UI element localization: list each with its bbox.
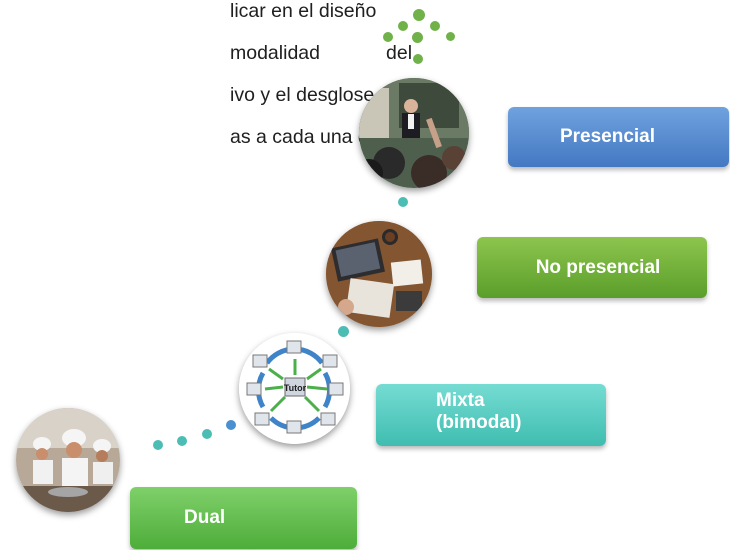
presencial-box: Presencial [508,107,729,167]
connector-dot [226,420,236,430]
connector-dot [398,197,408,207]
body-text-line: del [386,42,413,64]
connector-dot [177,436,187,446]
dual-box: Dual [130,487,357,549]
body-text-line: as a cada una de [230,126,380,148]
arrow-dot [430,21,440,31]
connector-dot [338,326,349,337]
classroom-photo [359,78,469,188]
arrow-dot [413,9,425,21]
body-text-line: modalidad [230,42,320,64]
arrow-dot [413,54,423,64]
study-desk-photo [326,221,432,327]
no-presencial-box: No presencial [477,237,707,298]
arrow-dot [398,21,408,31]
arrow-dot [383,32,393,42]
connector-dot [153,440,163,450]
cooking-students-photo [16,408,120,512]
presencial-label: Presencial [559,126,656,147]
tutor-network-image: Tutor [239,333,350,444]
tutor-label: Tutor [284,383,307,393]
body-text-line: licar en el diseño [230,0,377,22]
arrow-dot [412,32,423,43]
mixta-label-line2: (bimodal) [436,412,522,433]
no-presencial-label: No presencial [535,256,661,278]
arrow-dot [446,32,455,41]
dual-label: Dual [184,507,226,528]
mixta-label-line1: Mixta [436,390,485,411]
mixta-box: Mixta (bimodal) [376,384,606,446]
connector-dot [202,429,212,439]
body-text-line: ivo y el desglose [230,84,375,106]
